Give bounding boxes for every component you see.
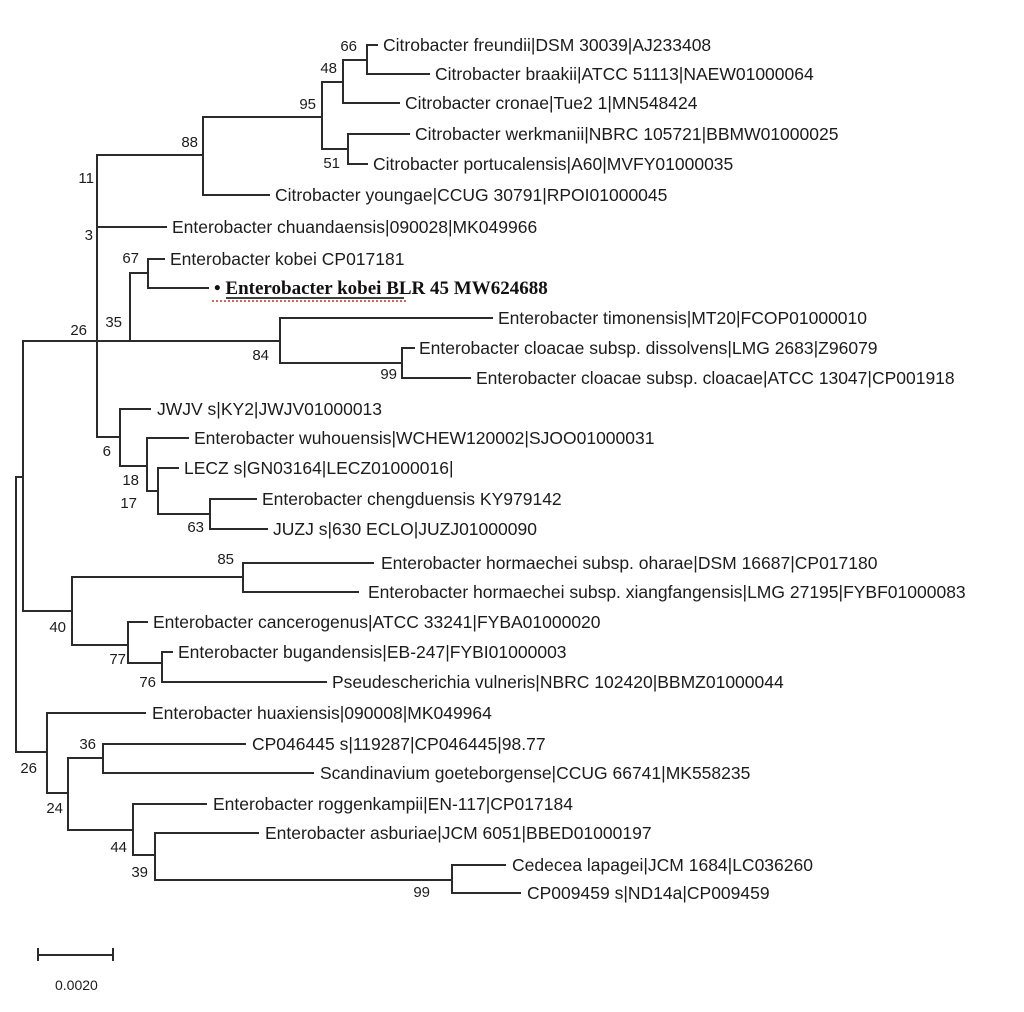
taxon-label: Pseudescherichia vulneris|NBRC 102420|BB… — [332, 672, 784, 692]
bootstrap-value: 48 — [320, 60, 337, 77]
taxon-label: Enterobacter wuhouensis|WCHEW120002|SJOO… — [194, 428, 654, 448]
taxon-label: Enterobacter hormaechei subsp. oharae|DS… — [381, 553, 878, 573]
taxon-label: Cedecea lapagei|JCM 1684|LC036260 — [512, 855, 813, 875]
scale-bar: 0.0020 — [37, 948, 114, 993]
taxon-label: Enterobacter cloacae subsp. cloacae|ATCC… — [476, 368, 955, 388]
highlighted-taxon-label: • Enterobacter kobei BLR 45 MW624688 — [214, 278, 548, 299]
taxon-label: Citrobacter youngae|CCUG 30791|RPOI01000… — [275, 185, 667, 205]
bootstrap-value: 85 — [217, 551, 234, 568]
bootstrap-value: 6 — [103, 443, 111, 460]
taxon-label: Enterobacter cloacae subsp. dissolvens|L… — [419, 338, 878, 358]
taxon-label: CP009459 s|ND14a|CP009459 — [527, 883, 770, 903]
taxon-label: Enterobacter bugandensis|EB-247|FYBI0100… — [178, 642, 567, 662]
bootstrap-value: 67 — [122, 250, 139, 267]
bootstrap-value: 99 — [380, 366, 397, 383]
taxon-label: Enterobacter asburiae|JCM 6051|BBED01000… — [265, 823, 652, 843]
bootstrap-value: 66 — [340, 38, 357, 55]
bootstrap-value: 76 — [139, 674, 156, 691]
bootstrap-value: 40 — [49, 619, 66, 636]
taxon-label: Enterobacter chengduensis KY979142 — [262, 489, 562, 509]
taxon-label: Citrobacter portucalensis|A60|MVFY010000… — [373, 154, 733, 174]
scale-bar-label: 0.0020 — [55, 977, 98, 993]
taxon-label: Citrobacter braakii|ATCC 51113|NAEW01000… — [435, 64, 814, 84]
bootstrap-value: 26 — [70, 322, 87, 339]
bootstrap-value: 99 — [413, 884, 430, 901]
taxon-label: Citrobacter werkmanii|NBRC 105721|BBMW01… — [415, 124, 838, 144]
taxon-label: Enterobacter kobei CP017181 — [170, 249, 404, 269]
bootstrap-value: 35 — [105, 314, 122, 331]
taxon-label: Enterobacter hormaechei subsp. xiangfang… — [368, 582, 966, 602]
taxon-label: Citrobacter freundii|DSM 30039|AJ233408 — [383, 35, 711, 55]
bootstrap-value: 84 — [252, 347, 269, 364]
taxon-label: JWJV s|KY2|JWJV01000013 — [157, 399, 382, 419]
bootstrap-value: 36 — [79, 736, 96, 753]
bootstrap-value: 3 — [85, 227, 93, 244]
bootstrap-value: 77 — [109, 651, 126, 668]
taxon-label: Enterobacter cancerogenus|ATCC 33241|FYB… — [153, 612, 601, 632]
bootstrap-value: 18 — [122, 472, 139, 489]
bootstrap-value: 63 — [187, 519, 204, 536]
taxon-label: LECZ s|GN03164|LECZ01000016| — [184, 458, 454, 478]
taxon-label: Citrobacter cronae|Tue2 1|MN548424 — [405, 93, 698, 113]
bootstrap-value: 95 — [299, 96, 316, 113]
taxon-label: Enterobacter chuandaensis|090028|MK04996… — [172, 217, 537, 237]
bootstrap-value: 26 — [20, 760, 37, 777]
bootstrap-value: 51 — [323, 155, 340, 172]
bootstrap-value: 17 — [120, 495, 137, 512]
bootstrap-value: 39 — [131, 864, 148, 881]
bootstrap-value: 44 — [110, 839, 127, 856]
bootstrap-value: 11 — [78, 170, 94, 187]
bootstrap-value: 88 — [181, 134, 198, 151]
taxon-label: Scandinavium goeteborgense|CCUG 66741|MK… — [320, 763, 750, 783]
bootstrap-value: 24 — [46, 800, 63, 817]
taxon-label: JUZJ s|630 ECLO|JUZJ01000090 — [273, 519, 537, 539]
taxon-label: Enterobacter roggenkampii|EN-117|CP01718… — [213, 794, 573, 814]
taxon-label: Enterobacter huaxiensis|090008|MK049964 — [152, 703, 492, 723]
taxon-label: Enterobacter timonensis|MT20|FCOP0100001… — [498, 308, 867, 328]
taxon-label: CP046445 s|119287|CP046445|98.77 — [252, 734, 546, 754]
